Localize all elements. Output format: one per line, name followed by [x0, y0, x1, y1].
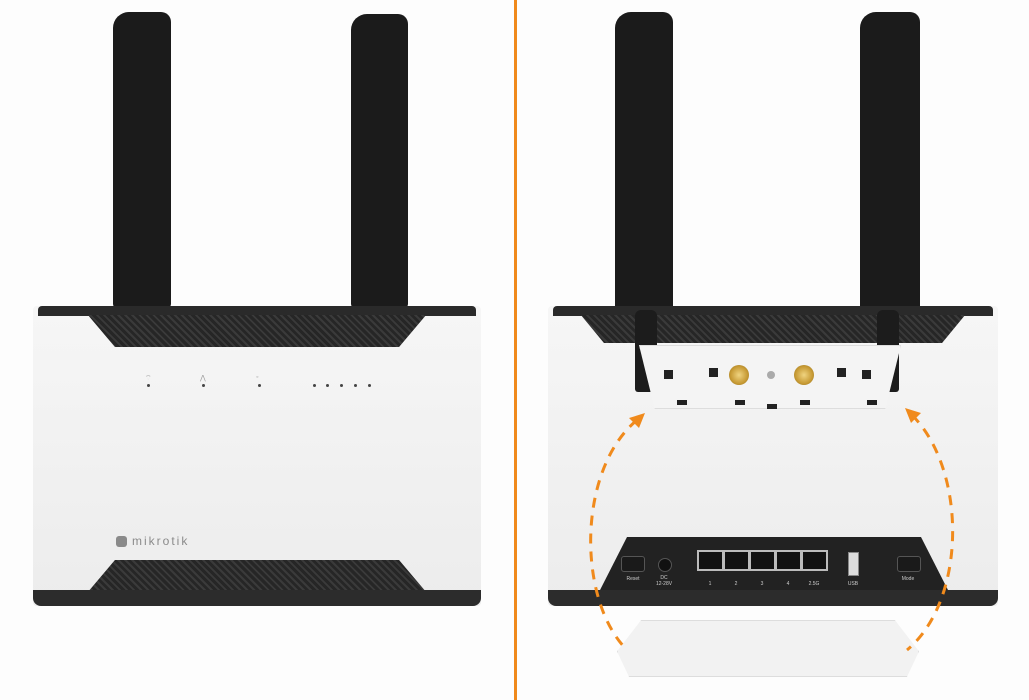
rear-button-left: [709, 368, 718, 377]
led-power: [258, 384, 261, 387]
led-ethernet: [202, 384, 205, 387]
rear-antenna-left: [615, 12, 673, 317]
rear-clip-right: [862, 370, 871, 379]
front-base: [33, 590, 481, 606]
rear-button-right: [837, 368, 846, 377]
reset-button[interactable]: [621, 556, 645, 572]
reset-label: Reset: [626, 576, 640, 582]
ethernet-icon: ⋀: [200, 375, 206, 382]
sma-connector-right[interactable]: [794, 365, 814, 385]
front-top-bar: [38, 306, 476, 316]
plate-slot-4: [800, 400, 810, 405]
rear-screw: [767, 371, 775, 379]
brand-logo: mikrotik: [116, 534, 189, 548]
rear-antenna-right: [860, 12, 920, 317]
port-label-1: 1: [708, 581, 712, 587]
brand-name: mikrotik: [132, 534, 190, 548]
dc-label: DC: [660, 575, 668, 581]
led-signal-4: [354, 384, 357, 387]
port-label-2: 2: [734, 581, 738, 587]
front-top-grille: [88, 315, 426, 347]
dc-voltage-label: 12-28V: [655, 581, 673, 587]
rear-base: [548, 590, 998, 606]
led-wifi: [147, 384, 150, 387]
power-icon: ◦: [256, 374, 259, 381]
plate-slot-1: [677, 400, 687, 405]
panel-divider: [514, 0, 517, 700]
front-antenna-right: [351, 14, 408, 308]
rear-clip-left: [664, 370, 673, 379]
port-label-3: 3: [760, 581, 764, 587]
mode-button[interactable]: [897, 556, 921, 572]
plate-slot-2: [735, 400, 745, 405]
mode-label: Mode: [901, 576, 915, 582]
mikrotik-logo-icon: [116, 535, 127, 547]
led-signal-1: [313, 384, 316, 387]
wifi-icon: ⌔: [145, 375, 152, 382]
front-antenna-left: [113, 12, 171, 308]
led-signal-5: [368, 384, 371, 387]
plate-slot-3: [767, 404, 777, 409]
usb-label: USB: [847, 581, 859, 587]
ethernet-port-2-5g[interactable]: [801, 550, 828, 571]
plate-slot-5: [867, 400, 877, 405]
port-label-2-5g: 2.5G: [808, 581, 820, 587]
front-bottom-grille: [88, 560, 426, 592]
rear-top-bar: [553, 306, 993, 316]
sma-connector-left[interactable]: [729, 365, 749, 385]
dashed-arrows: [589, 408, 955, 652]
led-signal-3: [340, 384, 343, 387]
front-view-panel: ⌔ ⋀ ◦ mikrotik: [0, 0, 514, 700]
dc-jack[interactable]: [658, 558, 672, 572]
port-label-4: 4: [786, 581, 790, 587]
rear-view-panel: Reset DC 12-28V 1 2 3 4 2.5G USB Mode: [517, 0, 1029, 700]
led-signal-2: [326, 384, 329, 387]
front-router-body: [33, 306, 481, 606]
usb-port[interactable]: [848, 552, 859, 576]
